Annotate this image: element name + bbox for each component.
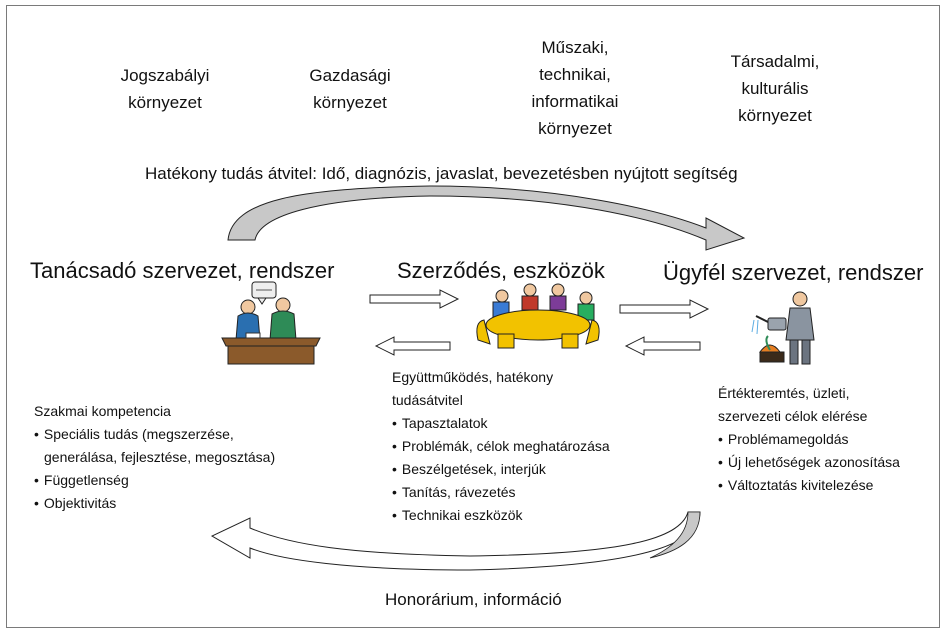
contract-block-title-cont: tudásátvitel [392, 392, 463, 408]
contract-block-title: Együttműködés, hatékony [392, 369, 554, 385]
top-caption: Hatékony tudás átvitel: Idő, diagnózis, … [145, 164, 738, 183]
list-item: Függetlenség [34, 469, 275, 492]
arrow-consultant-to-contract [369, 289, 460, 309]
bottom-curved-arrow-shade [649, 511, 701, 559]
top-curved-arrow [227, 185, 746, 251]
heading-consultant: Tanácsadó szervezet, rendszer [30, 258, 335, 283]
list-item-continuation: generálása, fejlesztése, megosztása) [44, 449, 276, 465]
env-economic: Gazdasági környezet [309, 66, 391, 112]
env-technical: Műszaki, technikai, informatikai környez… [531, 38, 619, 138]
heading-contract: Szerződés, eszközök [397, 258, 605, 283]
list-item: Új lehetőségek azonosítása [718, 451, 900, 474]
list-item: Tanítás, rávezetés [392, 481, 610, 504]
diagram-frame [6, 5, 940, 628]
bottom-curved-arrow [210, 511, 701, 571]
consultant-block-title: Szakmai kompetencia [34, 403, 171, 419]
list-item: Problémamegoldás [718, 428, 900, 451]
arrow-contract-to-consultant [374, 336, 451, 356]
arrow-client-to-contract [624, 336, 701, 356]
list-item: Tapasztalatok [392, 412, 610, 435]
round-table-clipart-icon [476, 283, 600, 349]
client-value-block: Értékteremtés, üzleti, szervezeti célok … [718, 382, 900, 497]
list-item: Változtatás kivitelezése [718, 474, 900, 497]
watering-plant-clipart-icon [751, 291, 815, 365]
consultant-competence-block: Szakmai kompetencia Speciális tudás (meg… [34, 400, 275, 515]
contract-cooperation-block: Együttműködés, hatékony tudásátvitel Tap… [392, 366, 610, 527]
bottom-caption: Honorárium, információ [385, 590, 562, 609]
heading-client: Ügyfél szervezet, rendszer [663, 260, 924, 285]
client-block-title: Értékteremtés, üzleti, [718, 385, 850, 401]
client-block-title-cont: szervezeti célok elérése [718, 408, 868, 424]
list-item: Problémák, célok meghatározása [392, 435, 610, 458]
list-item: Beszélgetések, interjúk [392, 458, 610, 481]
env-social: Társadalmi, kulturális környezet [730, 52, 820, 125]
meeting-clipart-icon [221, 281, 321, 365]
env-legal: Jogszabályi környezet [120, 66, 210, 112]
list-item: Objektivitás [34, 492, 275, 515]
arrow-contract-to-client [619, 299, 710, 319]
list-item: Speciális tudás (megszerzése, [34, 423, 275, 446]
list-item: Technikai eszközök [392, 504, 610, 527]
